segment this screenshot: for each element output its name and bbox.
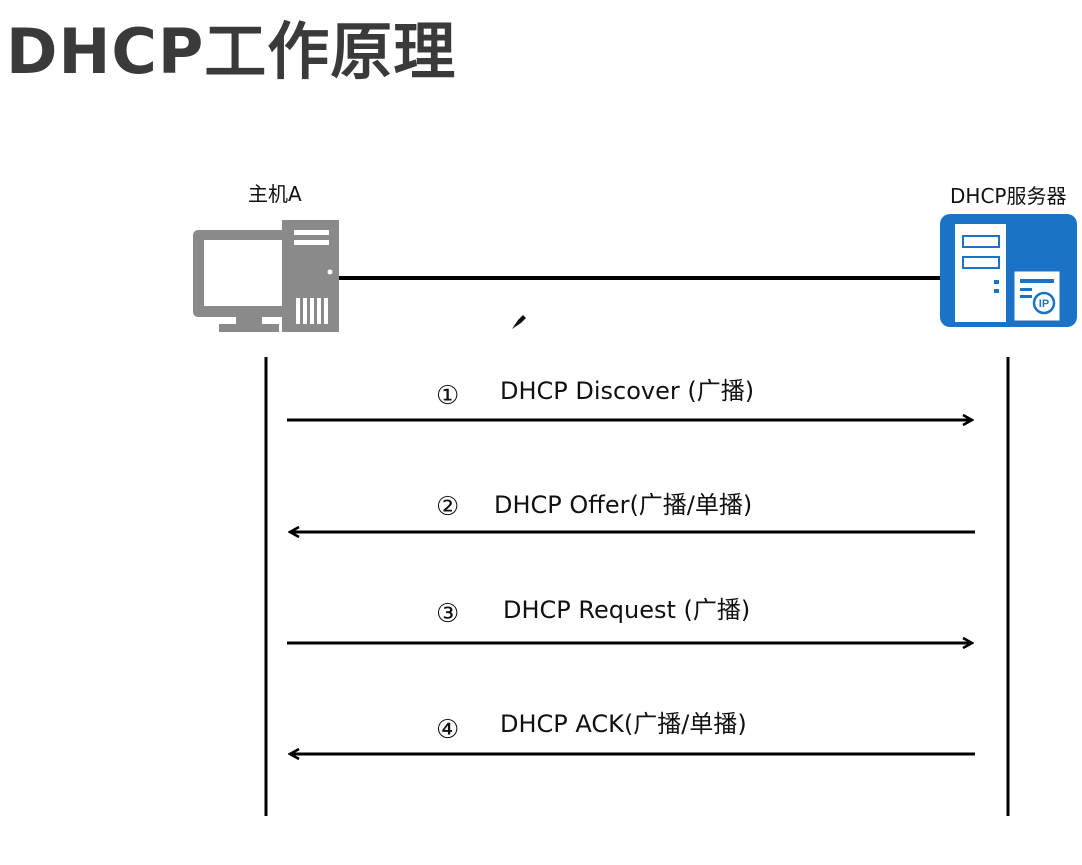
dhcp-server-icon: IP (940, 214, 1077, 327)
message-number-2: ② (436, 492, 460, 522)
message-number-4: ④ (436, 715, 460, 745)
message-number-3: ③ (436, 599, 460, 629)
message-label-2: DHCP Offer(广播/单播) (494, 491, 753, 519)
pen-cursor-icon (512, 315, 526, 329)
message-label-4: DHCP ACK(广播/单播) (500, 710, 747, 738)
message-label-1: DHCP Discover (广播) (500, 377, 755, 405)
page-title: DHCP工作原理 (6, 15, 457, 88)
server-label: DHCP服务器 (950, 184, 1067, 208)
message-number-1: ① (436, 381, 460, 411)
host-label: 主机A (248, 182, 302, 206)
computer-icon (193, 220, 339, 332)
message-label-3: DHCP Request (广播) (503, 596, 751, 624)
svg-text:IP: IP (1039, 298, 1049, 310)
